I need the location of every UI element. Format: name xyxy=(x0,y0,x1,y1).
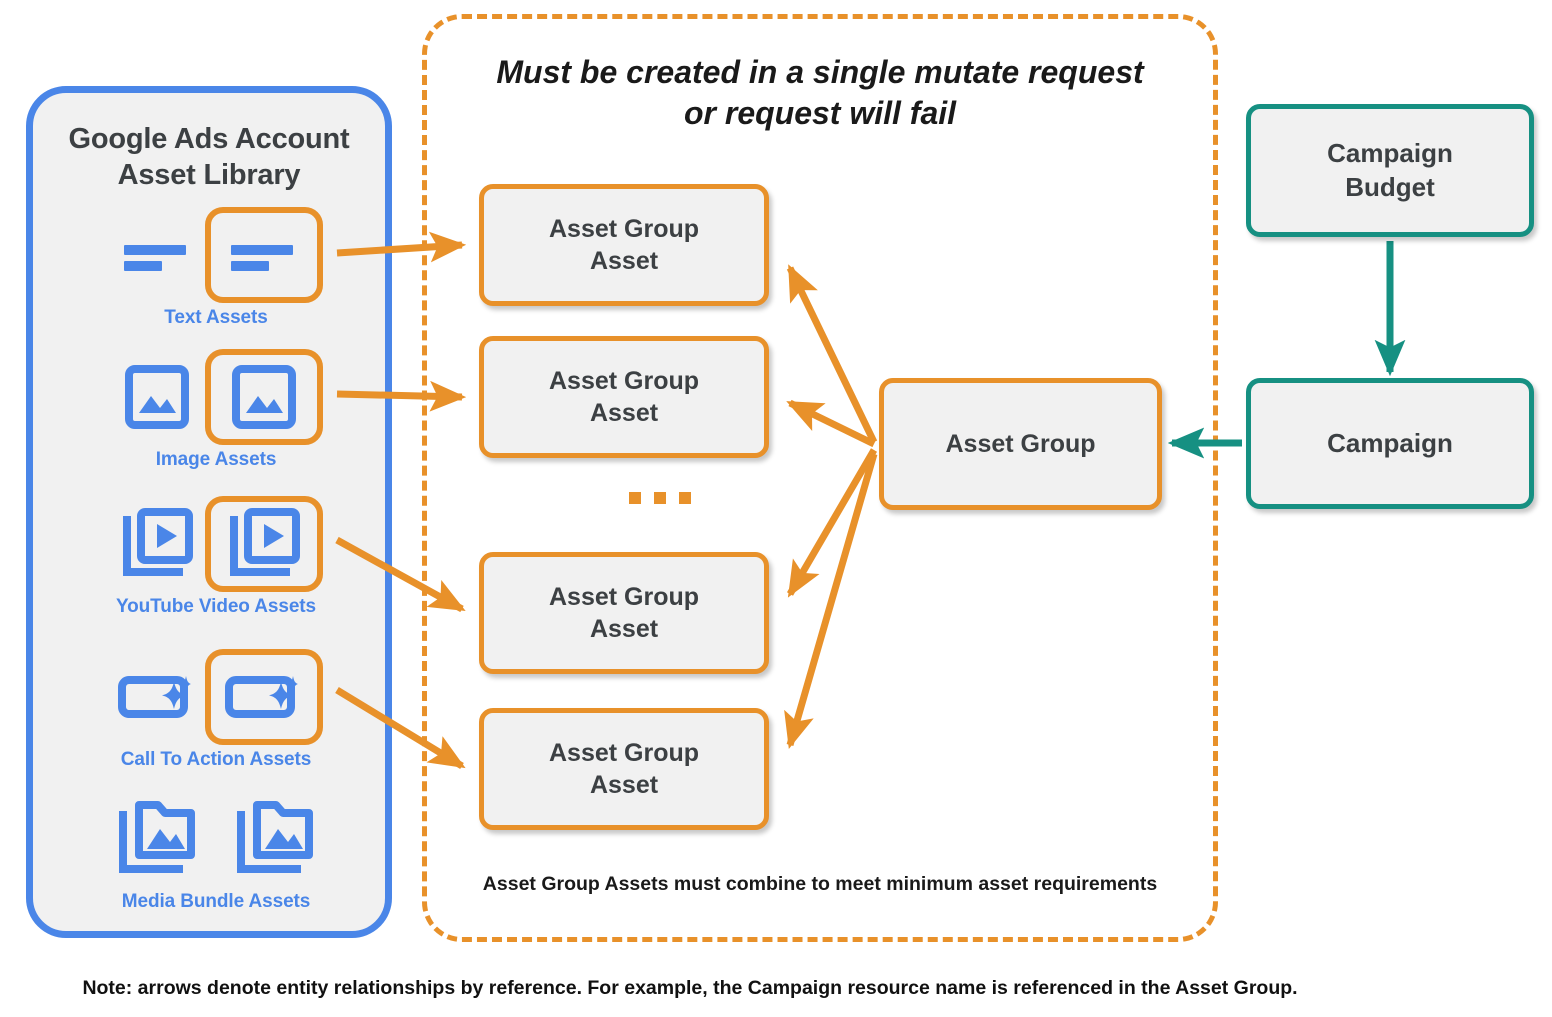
aga-2-line-1: Asset Group xyxy=(548,366,700,395)
image-icon xyxy=(109,349,205,445)
asset-row-image[interactable]: Image Assets xyxy=(33,349,399,471)
campaign-budget-line-1: Campaign xyxy=(1327,137,1453,168)
asset-group-asset-node-2[interactable]: Asset Group Asset xyxy=(479,336,769,458)
text-lines-icon-selected[interactable] xyxy=(205,207,323,303)
asset-library-panel: Google Ads Account Asset Library xyxy=(26,86,392,938)
asset-group-asset-node-1[interactable]: Asset Group Asset xyxy=(479,184,769,306)
asset-row-media-bundle[interactable]: Media Bundle Assets xyxy=(33,791,399,913)
asset-label-cta: Call To Action Assets xyxy=(120,749,312,770)
aga-4-line-2: Asset xyxy=(589,771,659,799)
mutate-region-title: Must be created in a single mutate reque… xyxy=(440,52,1200,134)
asset-label-image: Image Assets xyxy=(155,449,277,470)
image-icon-selected[interactable] xyxy=(205,349,323,445)
media-bundle-folder-icon-2 xyxy=(227,791,323,887)
ellipsis-dot-2 xyxy=(654,492,666,504)
ellipsis-indicator xyxy=(629,492,691,504)
asset-label-text: Text Assets xyxy=(164,307,268,328)
mutate-request-region xyxy=(422,14,1218,942)
mutate-region-footnote: Asset Group Assets must combine to meet … xyxy=(482,873,1158,895)
aga-2-line-2: Asset xyxy=(589,399,659,427)
asset-label-media-bundle: Media Bundle Assets xyxy=(121,891,311,912)
library-title-line-2: Asset Library xyxy=(117,159,301,192)
aga-1-line-1: Asset Group xyxy=(548,214,700,243)
library-title-line-1: Google Ads Account xyxy=(68,123,350,155)
asset-group-label: Asset Group xyxy=(945,429,1096,458)
asset-group-asset-node-3[interactable]: Asset Group Asset xyxy=(479,552,769,674)
call-to-action-sparkle-icon xyxy=(109,649,205,745)
media-bundle-folder-icon xyxy=(109,791,205,887)
aga-3-line-2: Asset xyxy=(589,615,659,643)
aga-4-line-1: Asset Group xyxy=(548,738,700,767)
asset-row-cta[interactable]: Call To Action Assets xyxy=(33,649,399,771)
campaign-budget-node[interactable]: Campaign Budget xyxy=(1246,104,1534,237)
footer-note: Note: arrows denote entity relationships… xyxy=(82,977,1298,999)
campaign-node[interactable]: Campaign xyxy=(1246,378,1534,509)
campaign-budget-line-2: Budget xyxy=(1345,171,1435,202)
asset-row-video[interactable]: YouTube Video Assets xyxy=(33,496,399,618)
asset-library-title: Google Ads Account Asset Library xyxy=(33,121,385,194)
mutate-title-line-2: or request will fail xyxy=(683,94,957,131)
asset-group-node[interactable]: Asset Group xyxy=(879,378,1162,510)
text-lines-icon xyxy=(109,207,205,303)
mutate-title-line-1: Must be created in a single mutate reque… xyxy=(496,54,1144,90)
aga-3-line-1: Asset Group xyxy=(548,582,700,611)
asset-row-text[interactable]: Text Assets xyxy=(33,207,399,329)
aga-1-line-2: Asset xyxy=(589,247,659,275)
ellipsis-dot-1 xyxy=(629,492,641,504)
call-to-action-sparkle-icon-selected[interactable] xyxy=(205,649,323,745)
campaign-label: Campaign xyxy=(1327,427,1453,458)
ellipsis-dot-3 xyxy=(679,492,691,504)
video-stack-icon-selected[interactable] xyxy=(205,496,323,592)
asset-label-video: YouTube Video Assets xyxy=(115,596,316,617)
asset-group-asset-node-4[interactable]: Asset Group Asset xyxy=(479,708,769,830)
video-stack-icon xyxy=(109,496,205,592)
